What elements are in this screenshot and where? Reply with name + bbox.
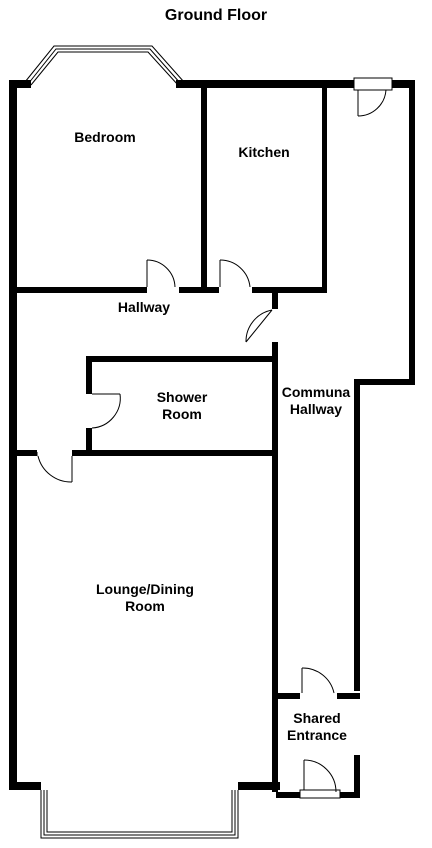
wall-lounge-top	[72, 450, 278, 456]
outer-wall-bottom-left	[9, 782, 41, 790]
wall-lounge-top-left	[9, 450, 37, 456]
doors	[36, 77, 393, 799]
room-label-lounge-dining: Lounge/Dining Room	[96, 581, 194, 614]
room-label-shower-room: Shower Room	[156, 389, 208, 422]
bay-window-bottom	[40, 790, 239, 839]
entrance-wall-bottom-right	[340, 792, 360, 798]
outer-wall-step	[356, 379, 415, 385]
room-label-communal-hallway: Communa Hallway	[281, 384, 351, 417]
wall-bedroom-bottom-left	[9, 287, 147, 293]
door-shower	[91, 393, 121, 429]
door-lounge	[36, 452, 73, 483]
outer-wall-top-right	[392, 80, 412, 88]
bay-window-top	[24, 45, 185, 86]
wall-entrance-top-left	[272, 693, 300, 699]
door-kitchen	[219, 259, 251, 288]
door-entrance-front	[299, 759, 341, 799]
outer-wall-top-left	[9, 80, 31, 88]
outer-wall-bottom-middle	[238, 782, 280, 790]
room-label-kitchen: Kitchen	[238, 144, 290, 160]
outer-wall-right-bottom	[354, 755, 360, 798]
wall-hall-communal-upper	[272, 293, 278, 309]
wall-shower-top	[86, 356, 278, 362]
door-bedroom	[146, 259, 176, 288]
outer-wall-right-upper	[409, 80, 415, 385]
entrance-wall-bottom-left	[276, 792, 300, 798]
wall-shower-left-lower	[86, 428, 92, 456]
outer-wall-left	[9, 80, 17, 790]
room-label-shared-entrance: Shared Entrance	[287, 710, 347, 743]
door-top-right	[353, 77, 393, 117]
room-label-bedroom: Bedroom	[74, 129, 136, 145]
door-entrance-inner	[301, 667, 335, 694]
plan-title: Ground Floor	[164, 7, 268, 24]
wall-entrance-top-right	[337, 693, 360, 699]
room-label-hallway: Hallway	[117, 299, 171, 315]
wall-hall-communal	[272, 342, 278, 792]
wall-kitchen-bottom	[252, 287, 327, 293]
wall-bedroom-bottom-right	[179, 287, 219, 293]
wall-bedroom-kitchen	[201, 80, 207, 293]
walls	[9, 80, 415, 798]
wall-kitchen-right	[322, 88, 327, 293]
wall-shower-left-upper	[86, 356, 92, 394]
door-hall-communal	[245, 309, 273, 343]
outer-wall-top	[176, 80, 354, 88]
outer-wall-right-lower	[354, 379, 360, 691]
